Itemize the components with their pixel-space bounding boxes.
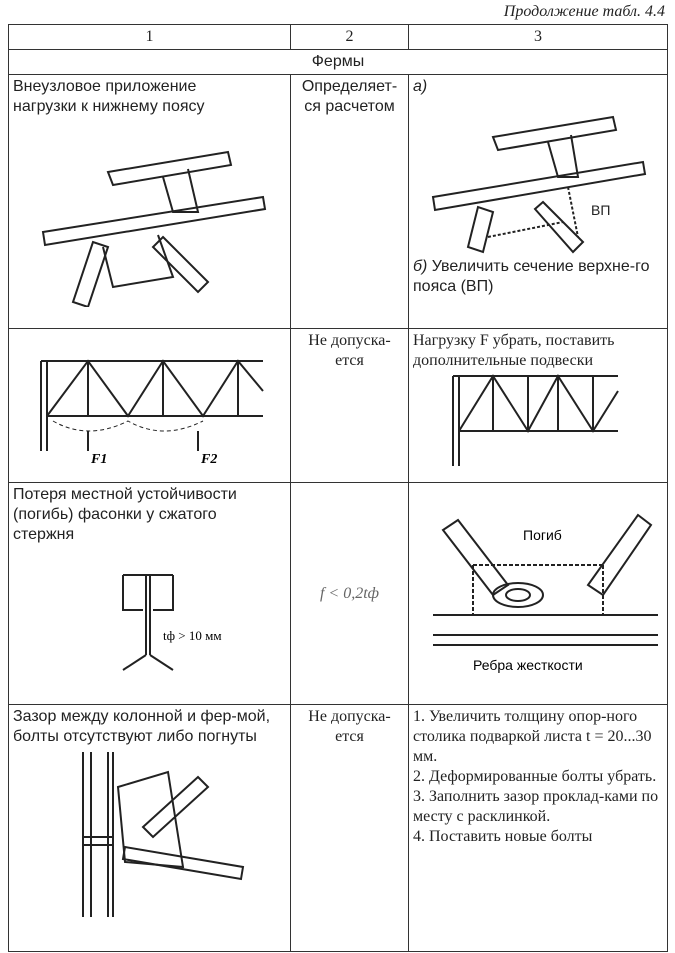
header-col-1: 1	[8, 24, 291, 50]
remedy-step-3: 3. Заполнить зазор проклад-ками по месту…	[413, 788, 659, 825]
tolerance: f < 0,2tф	[290, 482, 409, 705]
buckle-label: Погиб	[523, 527, 562, 543]
option-b-text: Увеличить сечение верхне-го пояса (ВП)	[413, 258, 650, 295]
truss-loads-drawing: F1 F2	[40, 359, 264, 467]
tolerance: Не допуска-ется	[290, 704, 409, 952]
top-chord-label: ВП	[591, 202, 610, 218]
remedy-list: 1. Увеличить толщину опор-ного столика п…	[408, 704, 668, 952]
remedy-step-4: 4. Поставить новые болты	[413, 828, 593, 845]
option-a-label: а)	[413, 78, 428, 95]
gusset-buckling-drawing: tф > 10 мм	[122, 574, 222, 671]
column-truss-gap-drawing	[82, 752, 245, 917]
option-b: б) Увеличить сечение верхне-го пояса (ВП…	[413, 257, 663, 297]
defect-description: Потеря местной устойчивости (погибь) фас…	[13, 486, 237, 543]
header-col-3: 3	[408, 24, 668, 50]
stiffeners-label: Ребра жесткости	[473, 657, 583, 673]
remedy-step-1: 1. Увеличить толщину опор-ного столика п…	[413, 708, 652, 765]
tolerance: Определяет-ся расчетом	[290, 74, 409, 329]
remedy-step-2: 2. Деформированные болты убрать.	[413, 768, 657, 785]
load-f2-label: F2	[200, 452, 217, 467]
section-title: Фермы	[8, 49, 668, 75]
table-row: Внеузловое приложение нагрузки к нижнему…	[8, 74, 668, 329]
defect-description: Внеузловое приложение нагрузки к нижнему…	[13, 78, 205, 115]
thickness-label: tф > 10 мм	[163, 628, 222, 643]
header-row: 1 2 3	[8, 24, 668, 50]
header-col-2: 2	[290, 24, 409, 50]
truss-node-drawing	[41, 150, 267, 307]
option-b-label: б)	[413, 258, 428, 275]
gusset-stiffeners-drawing: Погиб Ребра жесткости	[433, 513, 658, 673]
defect-description: Зазор между колонной и фер-мой, болты от…	[13, 708, 271, 745]
table-row: Зазор между колонной и фер-мой, болты от…	[8, 704, 668, 952]
table-row: F1 F2 Не допуска-ется Нагрузку F убрать,…	[8, 328, 668, 483]
table-row: Потеря местной устойчивости (погибь) фас…	[8, 482, 668, 705]
table-caption: Продолжение табл. 4.4	[503, 3, 665, 20]
remedy: Нагрузку F убрать, поставить дополнитель…	[413, 332, 615, 369]
load-f1-label: F1	[90, 452, 107, 467]
truss-hangers-drawing	[452, 374, 619, 466]
defects-table: 1 2 3 Фермы Внеузловое приложение нагруз…	[8, 24, 668, 952]
tolerance: Не допуска-ется	[290, 328, 409, 483]
reinforced-node-drawing: ВП	[431, 115, 647, 254]
